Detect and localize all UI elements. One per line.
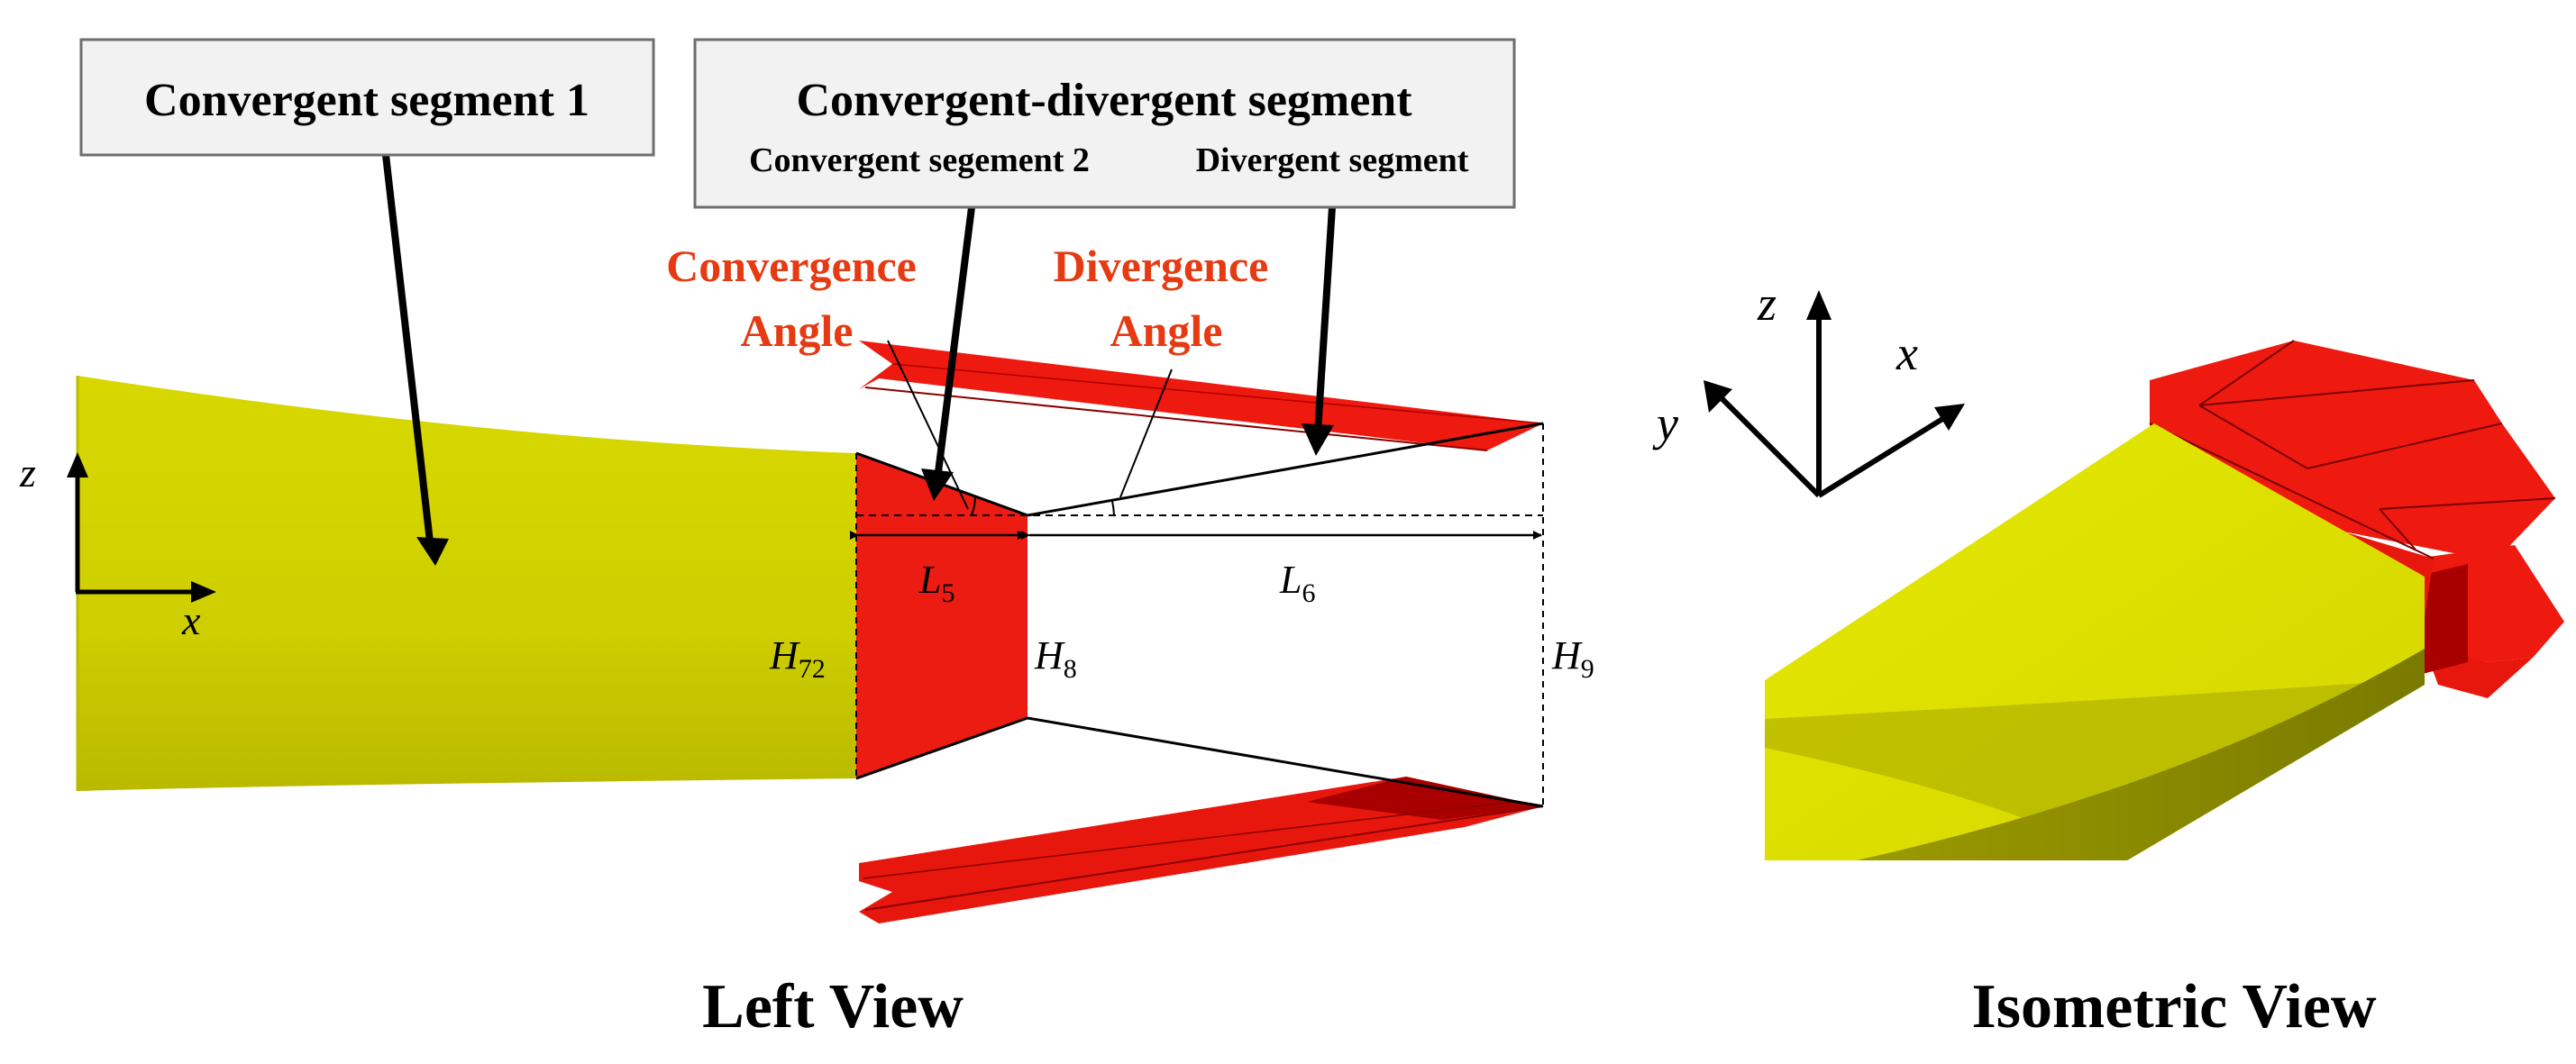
label-convergent-segment-2: Convergent segement 2 bbox=[749, 141, 1090, 179]
divergence-angle-arc bbox=[1111, 500, 1115, 516]
divergent-flap-bottom-dark bbox=[1307, 777, 1543, 820]
divergent-contour-bottom bbox=[1027, 716, 1544, 808]
convergent-segment-1-body bbox=[78, 376, 856, 791]
axis-label-z-left: z bbox=[19, 450, 36, 496]
title-isometric-view: Isometric View bbox=[1971, 972, 2376, 1041]
label-box-convergent-1 bbox=[79, 38, 655, 157]
divergent-flap-top-edge bbox=[891, 363, 1544, 424]
iso-flap-top bbox=[2150, 341, 2555, 561]
axis-y-iso-head bbox=[1704, 380, 1732, 413]
divergent-flap-bottom bbox=[859, 777, 1543, 923]
dim-label-L5: L5 bbox=[918, 558, 955, 608]
axis-y-iso bbox=[1717, 394, 1822, 498]
iso-body-shadow-face bbox=[1765, 680, 2425, 860]
label-convergence-angle-2: Angle bbox=[741, 305, 854, 356]
label-divergent-segment: Divergent segment bbox=[1196, 141, 1469, 179]
dim-label-L6: L6 bbox=[1279, 558, 1315, 608]
divergent-contour-top bbox=[1027, 422, 1544, 517]
label-divergence-angle-2: Angle bbox=[1110, 305, 1223, 356]
label-cd-segment: Convergent-divergent segment bbox=[796, 75, 1412, 126]
callout-arrowhead-convergent-1 bbox=[416, 537, 449, 566]
divergent-flap-bottom-line2 bbox=[863, 801, 1515, 879]
dim-label-H9: H9 bbox=[1551, 633, 1594, 684]
convergence-angle-arc bbox=[971, 495, 977, 516]
iso-flap-dark-face bbox=[2416, 564, 2468, 676]
divergent-flap-bottom-line bbox=[864, 805, 1544, 911]
convergent-contour-bottom bbox=[855, 716, 1028, 780]
axis-x-iso-head bbox=[1934, 404, 1965, 431]
title-left-view: Left View bbox=[702, 972, 964, 1041]
axis-x-iso bbox=[1817, 414, 1949, 498]
divergence-angle-leader bbox=[1119, 368, 1173, 498]
axis-label-z-iso: z bbox=[1757, 277, 1777, 331]
axis-label-x-iso: x bbox=[1895, 326, 1918, 380]
axis-label-x-left: x bbox=[181, 597, 201, 643]
iso-body-dark-bottom bbox=[1857, 649, 2425, 860]
convergence-angle-leader bbox=[887, 340, 969, 510]
callout-arrow-divergent bbox=[1314, 206, 1336, 433]
axis-x-left-head bbox=[191, 581, 216, 603]
divergent-flap-top bbox=[859, 341, 1543, 450]
axis-label-y-iso: y bbox=[1652, 396, 1678, 450]
axis-z-left-head bbox=[67, 452, 88, 477]
label-convergent-segment-1: Convergent segment 1 bbox=[144, 75, 589, 126]
axis-z-iso-head bbox=[1806, 290, 1832, 320]
dim-label-H8: H8 bbox=[1034, 633, 1077, 684]
iso-flap-top-lines bbox=[2198, 340, 2556, 550]
callout-arrow-convergent-2 bbox=[934, 206, 975, 480]
divergent-flap-top-line bbox=[864, 386, 1488, 451]
callout-arrowhead-convergent-2 bbox=[921, 468, 954, 501]
callout-arrowhead-divergent bbox=[1302, 423, 1334, 456]
label-divergence-angle-1: Divergence bbox=[1054, 241, 1269, 291]
convergent-segment-2-body bbox=[856, 453, 1028, 778]
label-box-cd-segment bbox=[693, 38, 1516, 209]
label-convergence-angle-1: Convergence bbox=[666, 241, 917, 291]
dim-label-H72: H72 bbox=[769, 633, 826, 684]
callout-arrow-convergent-1 bbox=[382, 154, 434, 550]
